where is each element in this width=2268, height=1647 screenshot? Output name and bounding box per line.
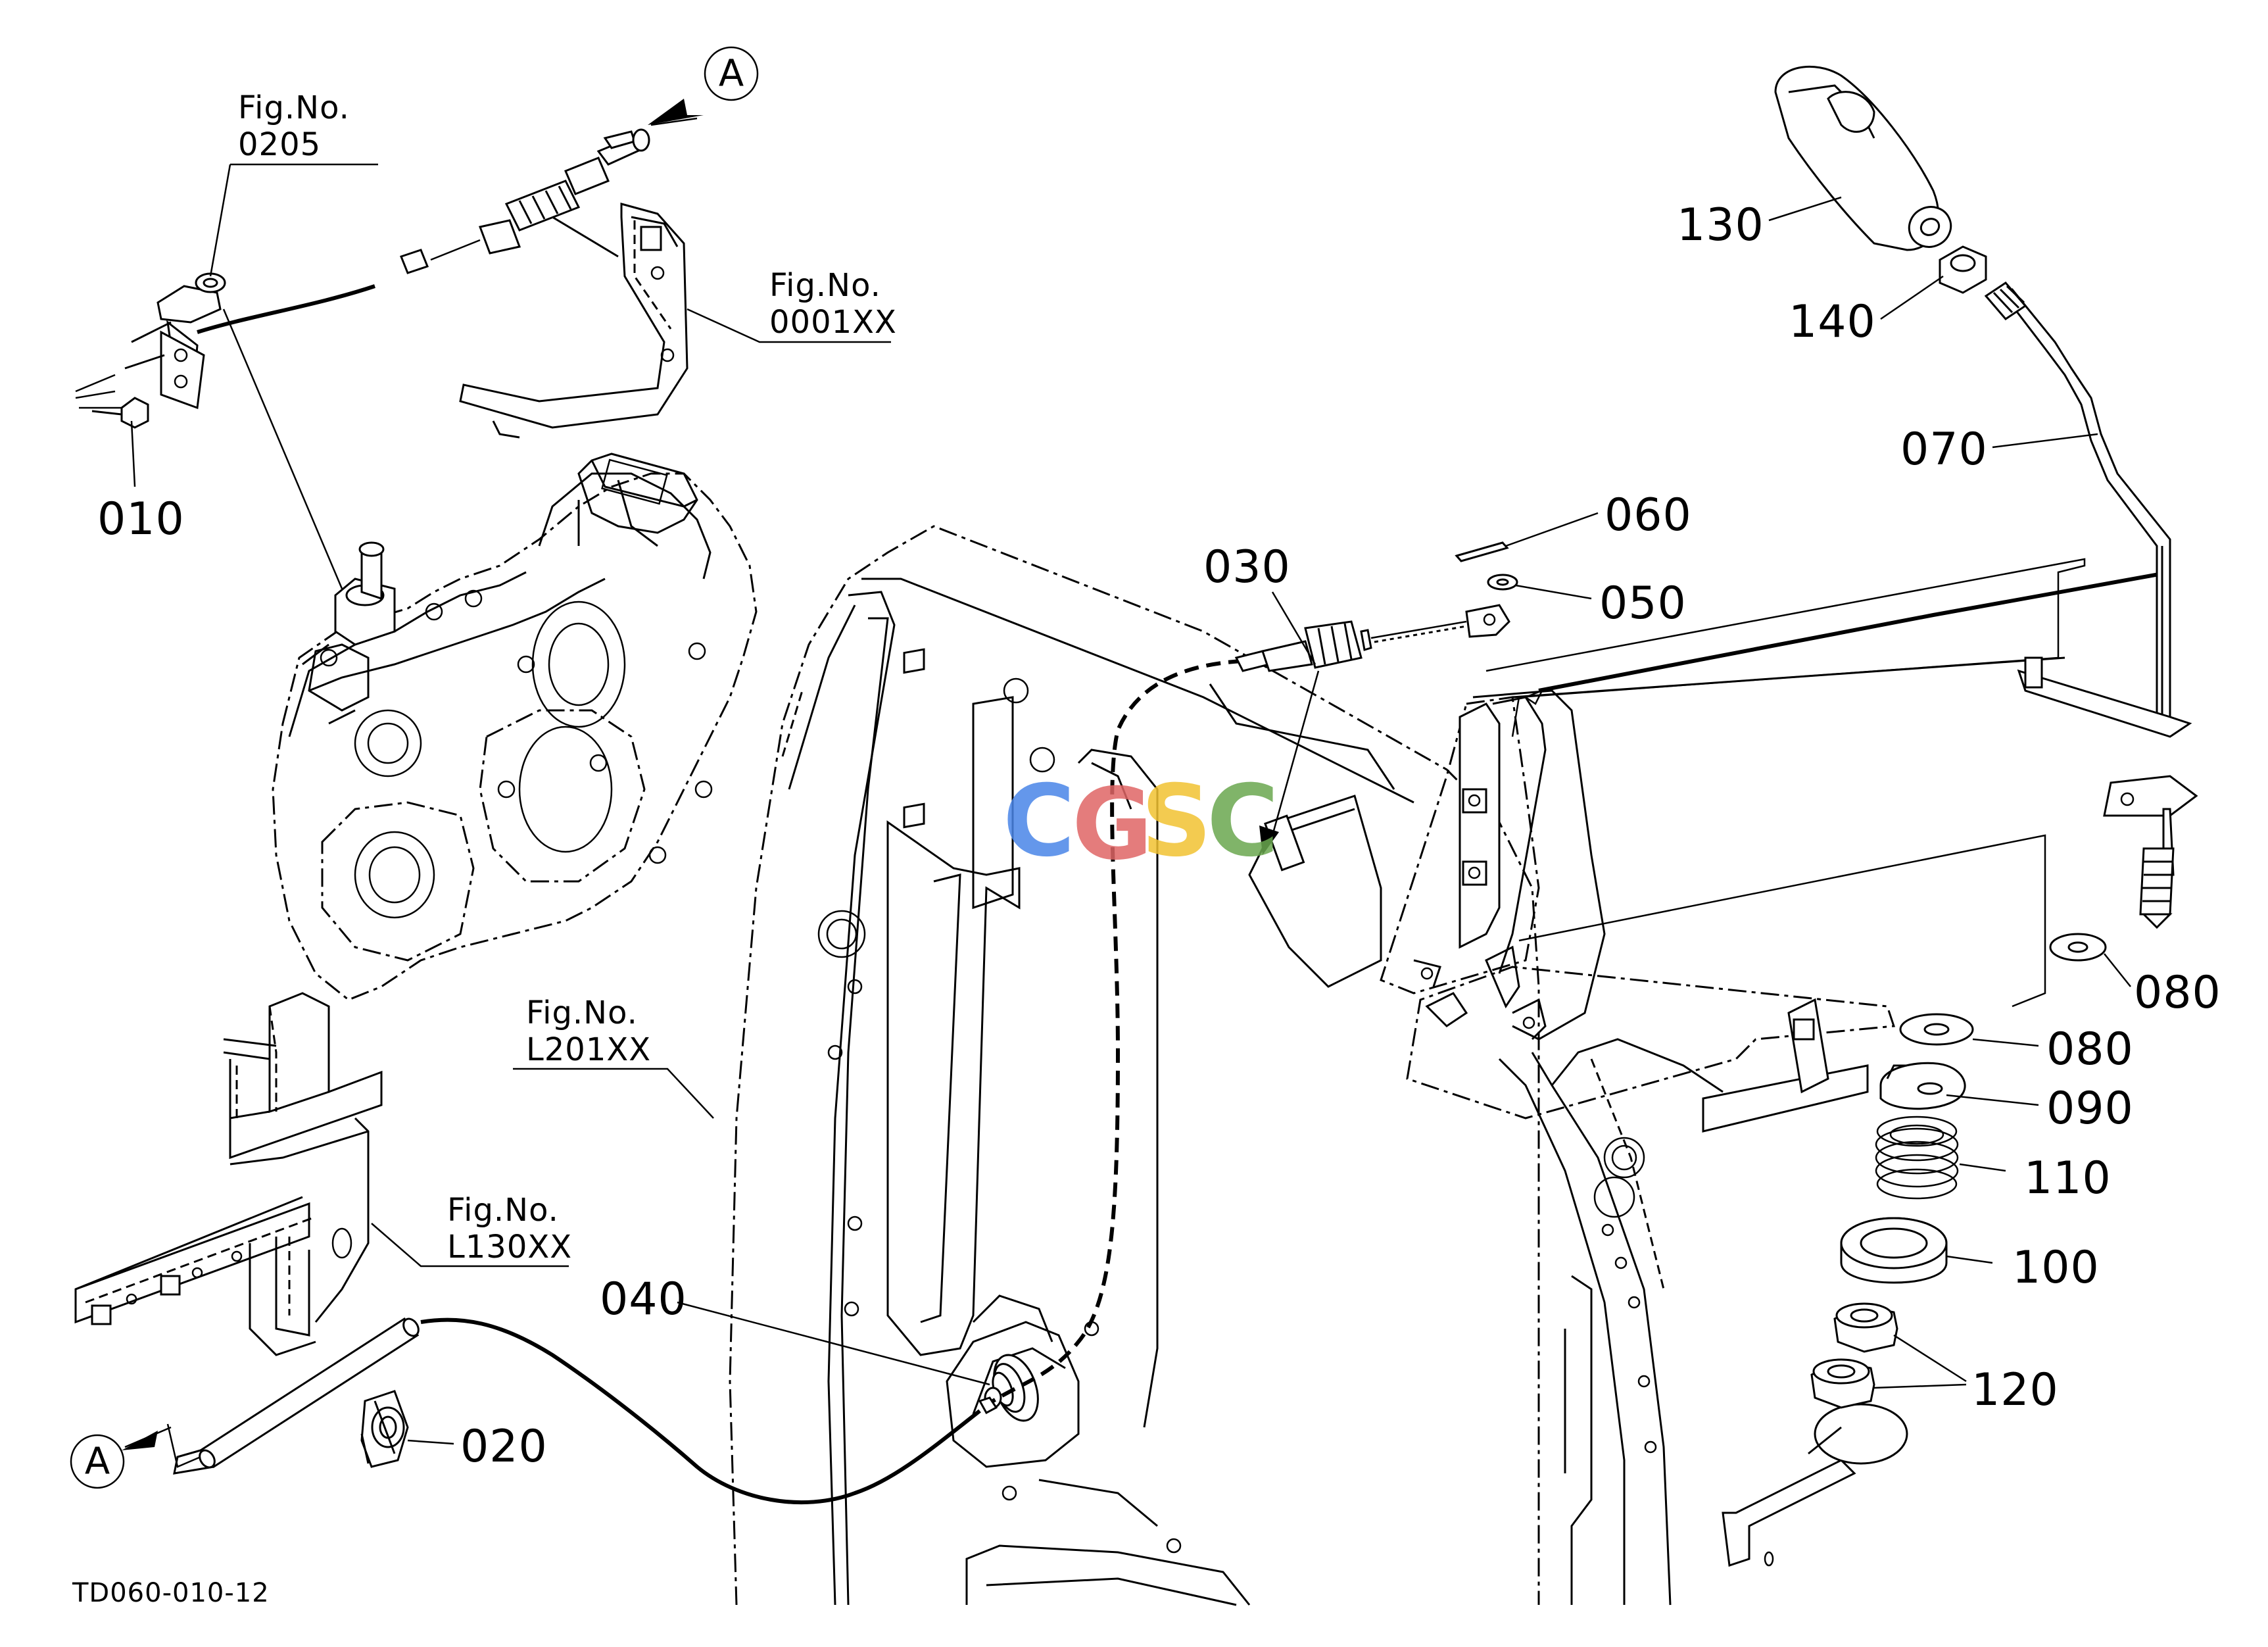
control-cable-lower <box>420 1317 981 1505</box>
watermark: C G S C <box>1003 764 1279 882</box>
part-label-080-lower: 080 <box>2046 1023 2134 1075</box>
diagram-code: TD060-010-12 <box>72 1578 270 1608</box>
plate-090 <box>1879 1062 1966 1110</box>
fig-ref-0001xx: Fig.No. 0001XX <box>769 267 897 341</box>
control-cable-upper <box>197 284 375 334</box>
watermark-letter-2: G <box>1072 768 1153 882</box>
callout-a-top: A <box>704 46 759 101</box>
leader-lines <box>122 99 2131 1468</box>
fig-ref-l130xx: Fig.No. L130XX <box>447 1192 572 1266</box>
cable-bracket <box>459 203 688 439</box>
callout-letter-bottom: A <box>85 1440 110 1483</box>
fig-ref-l201xx: Fig.No. L201XX <box>526 995 651 1068</box>
lever-knob <box>1774 65 1952 251</box>
part-label-010: 010 <box>97 493 185 545</box>
part-label-020: 020 <box>460 1421 548 1473</box>
cable-sleeve <box>173 1317 420 1475</box>
watermark-letter-1: C <box>1003 764 1075 879</box>
part-label-110: 110 <box>2024 1152 2111 1204</box>
fig-ref-title: Fig.No. <box>769 267 881 304</box>
fig-ref-number: 0001XX <box>769 304 897 341</box>
control-cable-main <box>992 659 1243 1403</box>
callout-a-bottom: A <box>70 1434 125 1489</box>
firewall-plate <box>729 525 1540 1606</box>
link-rod <box>1538 570 2171 693</box>
lower-bracket <box>74 992 383 1356</box>
cable-end <box>400 249 429 274</box>
callout-letter-top: A <box>719 53 744 95</box>
cable-clip <box>360 1390 409 1468</box>
cable-adjuster <box>478 128 650 255</box>
nut-140 <box>1939 245 1987 294</box>
washer-080-upper <box>2049 933 2107 962</box>
part-label-100: 100 <box>2012 1242 2100 1294</box>
part-label-070: 070 <box>1900 424 1988 476</box>
fig-ref-0205: Fig.No. 0205 <box>238 89 350 163</box>
part-label-060: 060 <box>1604 489 1692 541</box>
fig-ref-title: Fig.No. <box>447 1192 559 1229</box>
part-label-140: 140 <box>1789 296 1876 348</box>
washer-080-lower <box>1899 1013 1974 1046</box>
linkage-assembly <box>75 272 226 429</box>
fig-ref-title: Fig.No. <box>238 89 350 126</box>
watermark-letter-4: C <box>1207 764 1279 879</box>
part-label-030: 030 <box>1203 541 1291 593</box>
spring-110 <box>1875 1116 1959 1200</box>
fig-ref-title: Fig.No. <box>526 995 638 1031</box>
clevis-050 <box>1465 574 1518 638</box>
nuts-120 <box>1810 1302 1898 1409</box>
part-label-040: 040 <box>600 1273 687 1325</box>
cable-end-030 <box>1234 620 1467 672</box>
gear-lever <box>1984 282 2198 929</box>
part-label-090: 090 <box>2046 1083 2134 1135</box>
lever-bracket <box>1209 558 2086 1606</box>
watermark-letter-3: S <box>1141 764 1212 879</box>
part-label-080-upper: 080 <box>2134 967 2221 1019</box>
part-label-050: 050 <box>1599 578 1687 629</box>
pin-060 <box>1455 541 1509 562</box>
fig-ref-number: L130XX <box>447 1229 572 1266</box>
bushing-100 <box>1840 1217 1948 1284</box>
transmission-housing <box>272 453 758 1001</box>
fig-ref-number: L201XX <box>526 1031 651 1068</box>
fig-ref-number: 0205 <box>238 126 321 163</box>
part-label-130: 130 <box>1677 199 1764 251</box>
part-label-120: 120 <box>1971 1364 2059 1416</box>
